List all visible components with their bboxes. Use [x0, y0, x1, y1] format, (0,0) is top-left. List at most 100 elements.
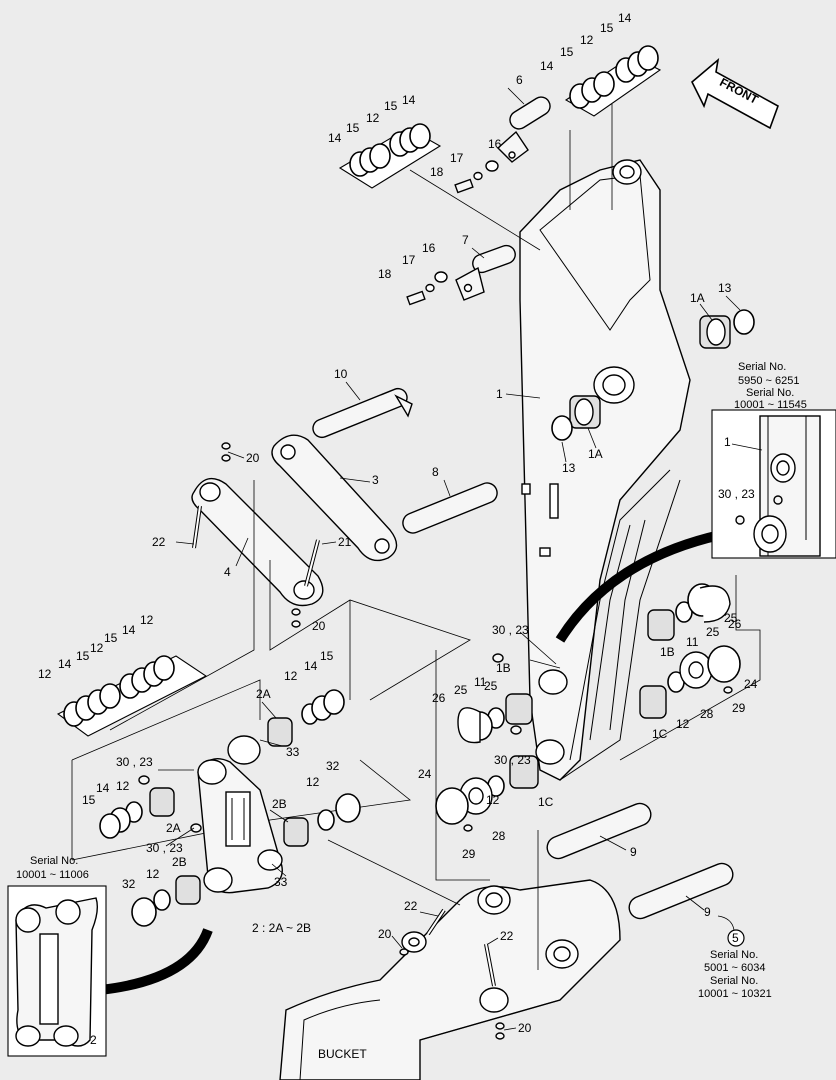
svg-text:12: 12 — [580, 33, 594, 47]
callout-7: 7 — [462, 233, 469, 247]
callout-1C-a: 1C — [652, 727, 668, 741]
inset-left-serial: Serial No. — [30, 855, 78, 867]
pin-6 — [496, 96, 551, 163]
circle-ref-range-1: 5001 ~ 6034 — [704, 962, 765, 974]
arm-body — [519, 159, 691, 781]
callout-25-a: 25 — [454, 683, 468, 697]
bush-2B-upper — [283, 793, 361, 847]
svg-text:25: 25 — [706, 625, 720, 639]
callout-29-a: 29 — [462, 847, 476, 861]
inset-right-callout-1: 1 — [724, 435, 731, 449]
circle-ref-range-2: 10001 ~ 10321 — [698, 988, 772, 1000]
callout-33-a: 33 — [286, 745, 300, 759]
svg-text:12: 12 — [90, 641, 104, 655]
svg-text:15: 15 — [346, 121, 360, 135]
callout-28-b: 28 — [700, 707, 714, 721]
svg-text:12: 12 — [146, 867, 160, 881]
callout-12: 12 — [676, 717, 690, 731]
svg-text:14: 14 — [402, 93, 416, 107]
bushing-1B-right — [647, 583, 731, 641]
callout-32-b: 32 — [122, 877, 136, 891]
callout-1C-b: 1C — [538, 795, 554, 809]
pin-10 — [312, 387, 413, 439]
bushing-1B-left — [457, 653, 533, 744]
svg-text:12: 12 — [38, 667, 52, 681]
svg-text:14: 14 — [122, 623, 136, 637]
svg-text:14: 14 — [58, 657, 72, 671]
bolt-set-top — [454, 160, 499, 194]
callout-4: 4 — [224, 565, 231, 579]
bucket-link-2 — [197, 735, 283, 894]
link-3 — [271, 434, 398, 562]
callout-30-23-b: 30 , 23 — [494, 753, 531, 767]
callout-26-b: 26 — [728, 617, 742, 631]
svg-text:14: 14 — [618, 11, 632, 25]
callout-11-a: 11 — [474, 675, 487, 689]
svg-text:25: 25 — [484, 679, 498, 693]
bush-2B-lower — [131, 875, 201, 927]
circle-ref-5: 5 Serial No. 5001 ~ 6034 Serial No. 1000… — [698, 915, 772, 1000]
callout-16-b: 16 — [422, 241, 436, 255]
link-4 — [191, 477, 324, 607]
svg-text:12: 12 — [116, 779, 130, 793]
callout-1B-a: 1B — [660, 645, 675, 659]
callout-1B-b: 1B — [496, 661, 511, 675]
callout-1A-b: 1A — [588, 447, 603, 461]
callout-9-b: 9 — [704, 905, 711, 919]
nut-20-bucket — [399, 948, 505, 1040]
svg-text:14: 14 — [304, 659, 318, 673]
note-2: 2 : 2A ~ 2B — [252, 921, 311, 935]
bucket-label: BUCKET — [318, 1047, 367, 1061]
pin-7 — [455, 244, 516, 301]
inset-right: Serial No. 5950 ~ 6251 Serial No. 10001 … — [711, 361, 836, 559]
callout-9-a: 9 — [630, 845, 637, 859]
callout-10: 10 — [334, 367, 348, 381]
callout-20-b: 20 — [312, 619, 326, 633]
bolt-21 — [304, 539, 320, 587]
callout-2A-b: 2A — [166, 821, 181, 835]
svg-text:12: 12 — [306, 775, 320, 789]
ring-stack-mid-left — [56, 655, 208, 737]
callout-25-b: 25 — [724, 611, 738, 625]
callout-18-a: 18 — [430, 165, 444, 179]
circle-ref-number: 5 — [732, 931, 739, 945]
callout-1A-a: 1A — [690, 291, 705, 305]
bush-2A-upper — [267, 689, 345, 747]
pin-9-lower — [628, 862, 734, 920]
svg-text:12: 12 — [284, 669, 298, 683]
circle-ref-serial-2: Serial No. — [710, 975, 758, 987]
callout-1: 1 — [496, 387, 503, 401]
callout-26-a: 26 — [432, 691, 446, 705]
svg-text:12: 12 — [366, 111, 380, 125]
callout-17-a: 17 — [450, 151, 464, 165]
svg-text:15: 15 — [560, 45, 574, 59]
svg-text:15: 15 — [76, 649, 90, 663]
callout-21: 21 — [338, 535, 352, 549]
callout-18-b: 18 — [378, 267, 392, 281]
inset-left: Serial No. 10001 ~ 11006 2 — [7, 855, 107, 1057]
callout-2B-b: 2B — [172, 855, 187, 869]
bolt-22-left — [192, 505, 202, 549]
callout-2B-a: 2B — [272, 797, 287, 811]
bucket — [279, 879, 621, 1080]
callout-6: 6 — [516, 73, 523, 87]
svg-text:15: 15 — [82, 793, 96, 807]
svg-text:14: 14 — [96, 781, 110, 795]
pin-9-upper — [546, 802, 652, 860]
svg-text:14: 14 — [328, 131, 342, 145]
svg-text:12: 12 — [486, 793, 500, 807]
pin-8 — [402, 482, 498, 534]
callout-8: 8 — [432, 465, 439, 479]
inset-right-serial-2: Serial No. — [746, 387, 794, 399]
svg-text:15: 15 — [104, 631, 118, 645]
callout-24-b: 24 — [744, 677, 758, 691]
bush-2A-lower — [99, 787, 175, 839]
svg-text:15: 15 — [320, 649, 334, 663]
callout-20-c: 20 — [378, 927, 392, 941]
nut-20-upper — [221, 442, 231, 462]
callout-11-b: 11 — [686, 635, 699, 649]
callout-17-b: 17 — [402, 253, 416, 267]
grease-fitting-2A — [138, 775, 202, 833]
callout-24-a: 24 — [418, 767, 432, 781]
bolt-22-bucket — [426, 908, 496, 987]
